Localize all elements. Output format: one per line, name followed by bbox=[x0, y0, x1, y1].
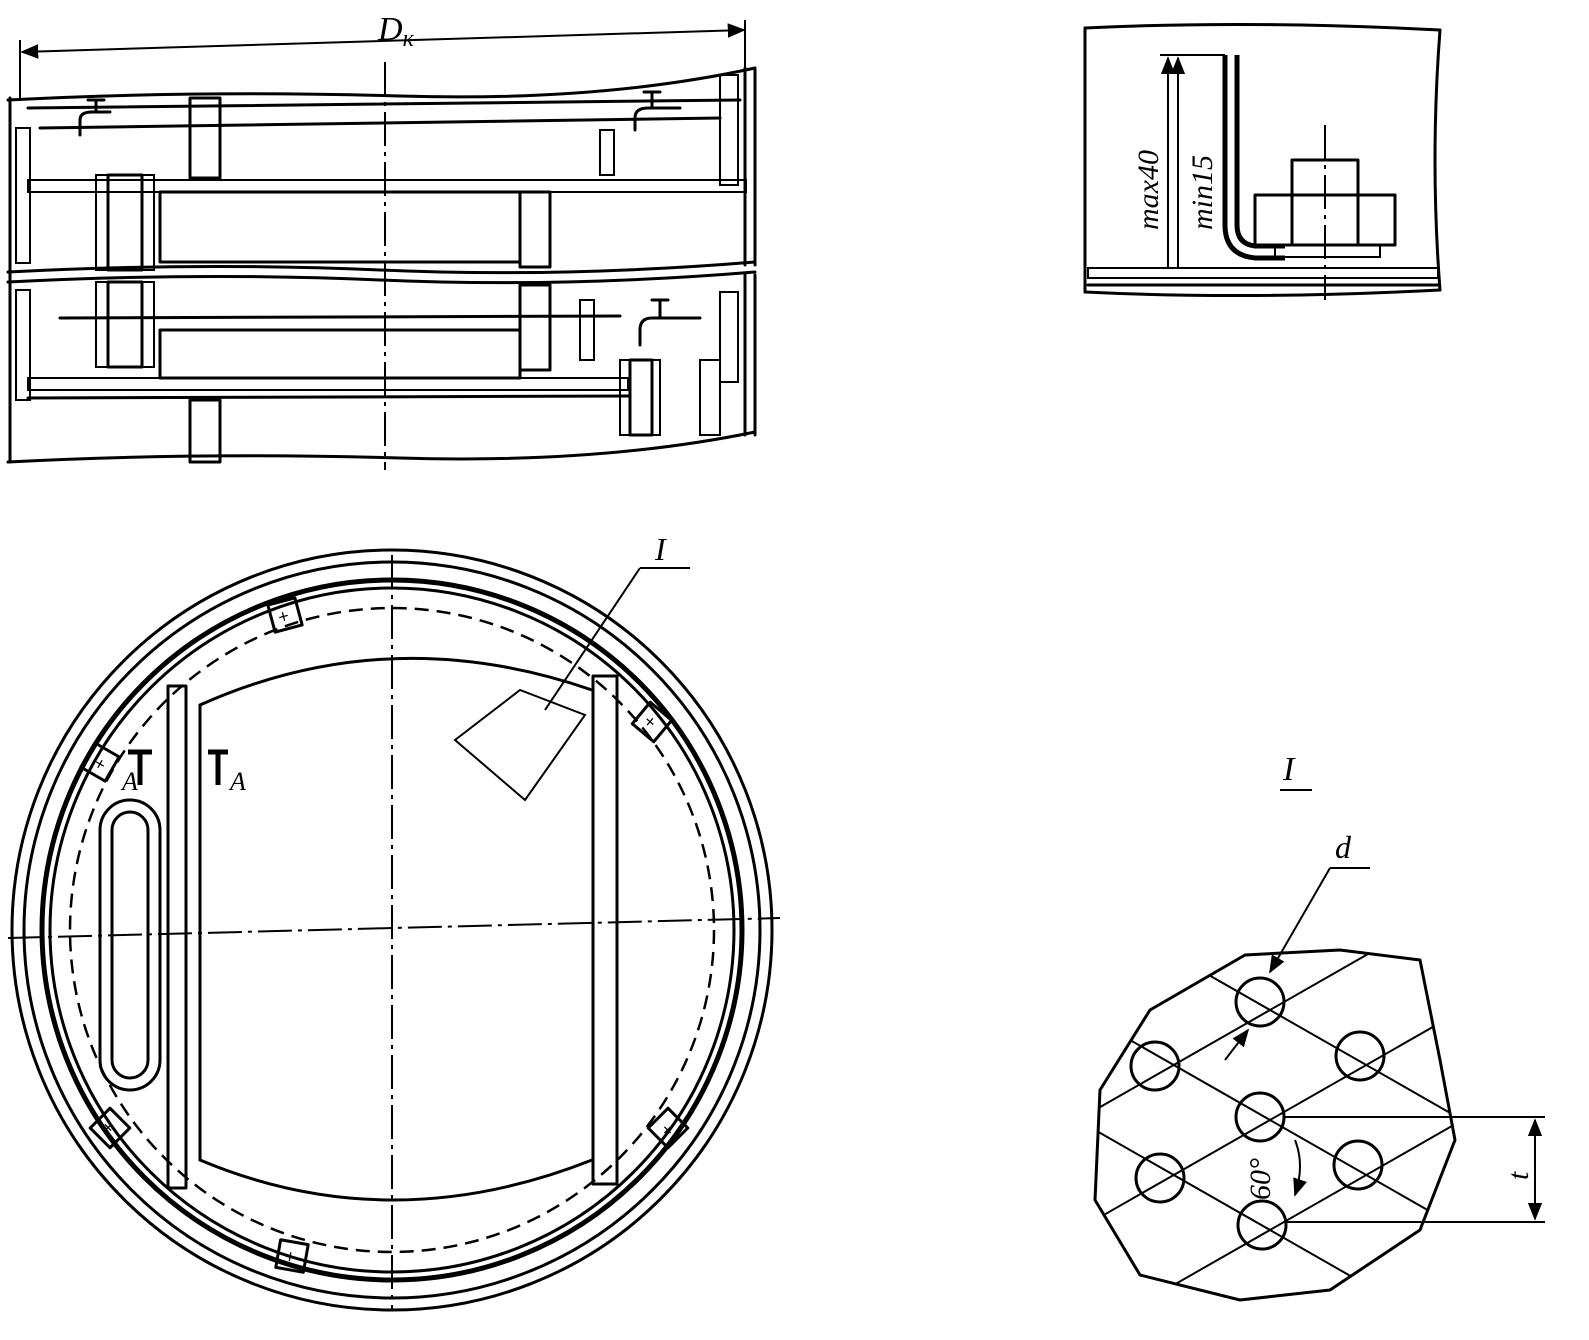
svg-text:+: + bbox=[276, 605, 291, 627]
gasket-detail: max40 min15 bbox=[1083, 22, 1442, 300]
plan-view: + + + + + + I A A bbox=[7, 531, 781, 1312]
section-a-right: A bbox=[228, 767, 246, 796]
clamp-icons: + + + + + + bbox=[79, 596, 690, 1274]
svg-text:+: + bbox=[283, 1246, 297, 1268]
pitch-label: t bbox=[1502, 1171, 1535, 1180]
dim-max-label: max40 bbox=[1132, 150, 1165, 230]
hole-circles bbox=[1129, 976, 1386, 1251]
hole-diameter-label: d bbox=[1335, 829, 1352, 865]
diameter-label: Dк bbox=[377, 11, 415, 52]
detail-title: I bbox=[1282, 751, 1296, 788]
dim-min-label: min15 bbox=[1186, 155, 1219, 230]
section-view: Dк bbox=[6, 11, 757, 470]
mesh-patch bbox=[453, 688, 587, 802]
svg-text:+: + bbox=[89, 754, 112, 773]
section-a-left: A bbox=[120, 767, 138, 796]
angle-label: 60° bbox=[1244, 1158, 1277, 1200]
detail-callout: I bbox=[654, 531, 667, 567]
diameter-dimension: Dк bbox=[19, 11, 746, 100]
hole-pattern-detail: I d t 60° bbox=[1093, 751, 1545, 1302]
